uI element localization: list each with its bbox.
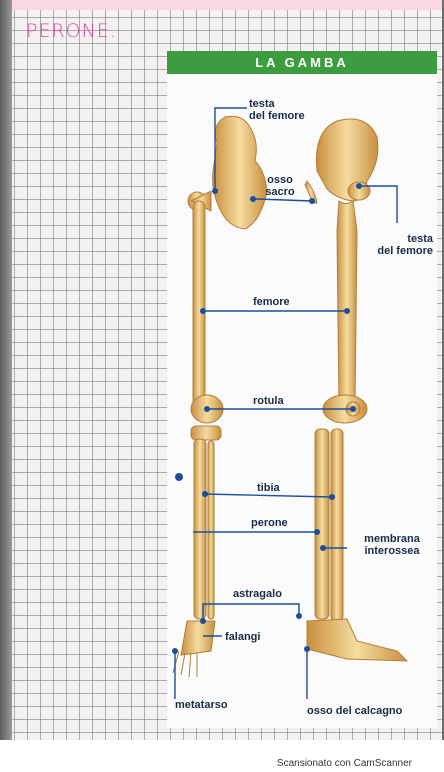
skeleton-illustration [167,51,437,728]
label-falangi: falangi [225,631,260,643]
label-membrana-interossea: membrana interossea [347,533,437,557]
label-osso-calcagno: osso del calcagno [307,705,402,717]
label-metatarso: metatarso [175,699,228,711]
label-perone: perone [251,517,288,529]
leg-figure: LA GAMBA [167,51,437,728]
page-edge [0,0,12,740]
label-astragalo: astragalo [233,588,282,600]
page-heading: PERONE. [26,20,117,42]
label-femore: femore [253,296,290,308]
scanner-watermark: Scansionato con CamScanner [277,758,412,769]
label-osso-sacro: osso sacro [260,174,300,198]
page-top-strip [10,0,442,10]
label-testa-femore-front: testa del femore [249,98,305,122]
side-leg [305,119,407,661]
label-tibia: tibia [257,482,280,494]
label-rotula: rotula [253,395,284,407]
label-testa-femore-side: testa del femore [353,233,433,257]
